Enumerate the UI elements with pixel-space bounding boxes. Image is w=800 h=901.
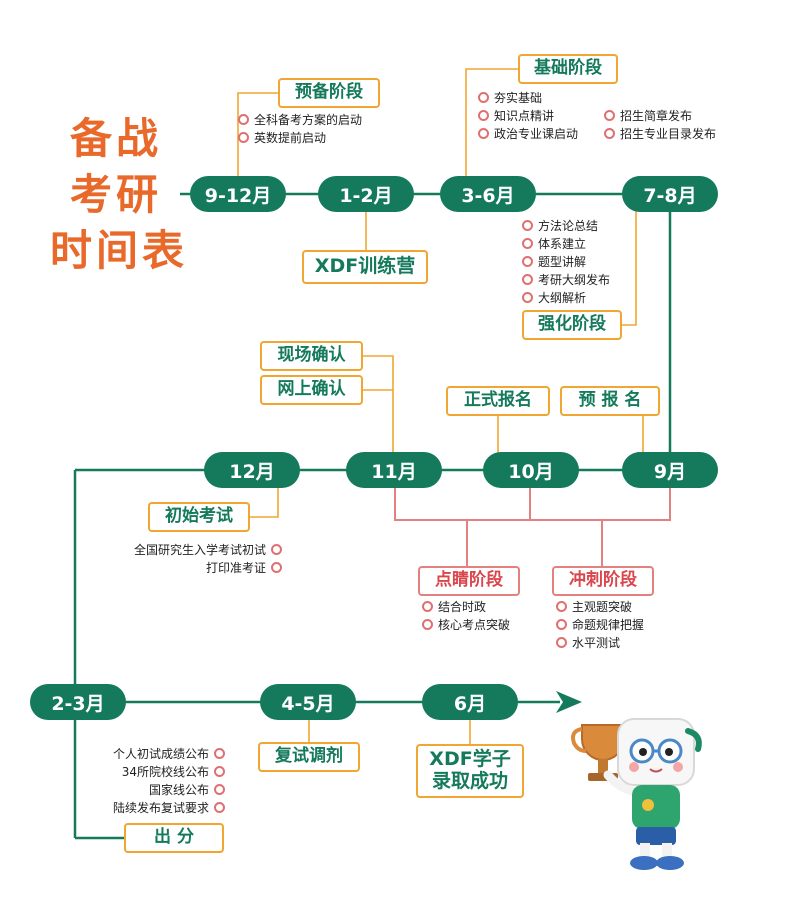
label-chushi: 初始考试: [148, 502, 250, 532]
period-7-8: 7-8月: [622, 176, 718, 212]
label-zhengshi: 正式报名: [446, 386, 550, 416]
list-item: 政治专业课启动: [478, 124, 578, 142]
period-3-6: 3-6月: [440, 176, 536, 212]
period-1-2: 1-2月: [318, 176, 414, 212]
label-yubei: 预备阶段: [278, 78, 380, 108]
list-jichu-left: 夯实基础 知识点精讲 政治专业课启动: [478, 88, 578, 142]
page-title-line-1: 备战: [70, 114, 163, 163]
list-dianjing: 结合时政 核心考点突破: [422, 597, 510, 633]
list-item: 国家线公布: [80, 780, 225, 798]
list-item: 全国研究生入学考试初试: [100, 540, 282, 558]
label-qianghua: 强化阶段: [522, 310, 622, 340]
list-item: 主观题突破: [556, 597, 644, 615]
mascot-trophy-icon: [571, 718, 702, 870]
label-jichu: 基础阶段: [518, 54, 618, 84]
list-qianghua: 方法论总结 体系建立 题型讲解 考研大纲发布 大纲解析: [522, 216, 610, 306]
list-item: 方法论总结: [522, 216, 610, 234]
list-chufen: 个人初试成绩公布 34所院校线公布 国家线公布 陆续发布复试要求: [80, 744, 225, 816]
label-xdf-camp: XDF训练营: [302, 250, 428, 284]
list-item: 结合时政: [422, 597, 510, 615]
arrow-right-icon: [556, 691, 582, 713]
list-chongci: 主观题突破 命题规律把握 水平测试: [556, 597, 644, 651]
label-fushi: 复试调剂: [258, 742, 360, 772]
list-item: 体系建立: [522, 234, 610, 252]
label-xdf-success: XDF学子 录取成功: [416, 744, 524, 798]
list-item: 个人初试成绩公布: [80, 744, 225, 762]
list-item: 知识点精讲: [478, 106, 578, 124]
label-wangshang: 网上确认: [260, 375, 363, 405]
list-item: 夯实基础: [478, 88, 578, 106]
page-title-line-2: 考研: [70, 170, 163, 219]
period-9: 9月: [622, 452, 718, 488]
list-item: 招生专业目录发布: [604, 124, 716, 142]
label-dianjing: 点睛阶段: [418, 566, 520, 596]
page-title-line-3: 时间表: [50, 226, 189, 275]
list-jichu-right: 招生简章发布 招生专业目录发布: [604, 106, 716, 142]
list-item: 全科备考方案的启动: [238, 110, 362, 128]
period-6: 6月: [422, 684, 518, 720]
period-2-3: 2-3月: [30, 684, 126, 720]
list-item: 英数提前启动: [238, 128, 362, 146]
list-item: 水平测试: [556, 633, 644, 651]
list-item: 34所院校线公布: [80, 762, 225, 780]
period-11: 11月: [346, 452, 442, 488]
list-item: 考研大纲发布: [522, 270, 610, 288]
label-chongci: 冲刺阶段: [552, 566, 654, 596]
list-item: 命题规律把握: [556, 615, 644, 633]
list-item: 招生简章发布: [604, 106, 716, 124]
period-4-5: 4-5月: [260, 684, 356, 720]
period-10: 10月: [483, 452, 579, 488]
list-chushi: 全国研究生入学考试初试 打印准考证: [100, 540, 282, 576]
list-item: 打印准考证: [100, 558, 282, 576]
period-9-12: 9-12月: [190, 176, 286, 212]
list-item: 核心考点突破: [422, 615, 510, 633]
label-yubaoming: 预 报 名: [560, 386, 660, 416]
list-item: 题型讲解: [522, 252, 610, 270]
period-12: 12月: [204, 452, 300, 488]
label-chufen: 出 分: [124, 823, 224, 853]
list-item: 陆续发布复试要求: [80, 798, 225, 816]
list-item: 大纲解析: [522, 288, 610, 306]
label-xianchang: 现场确认: [260, 341, 363, 371]
list-yubei: 全科备考方案的启动 英数提前启动: [238, 110, 362, 146]
